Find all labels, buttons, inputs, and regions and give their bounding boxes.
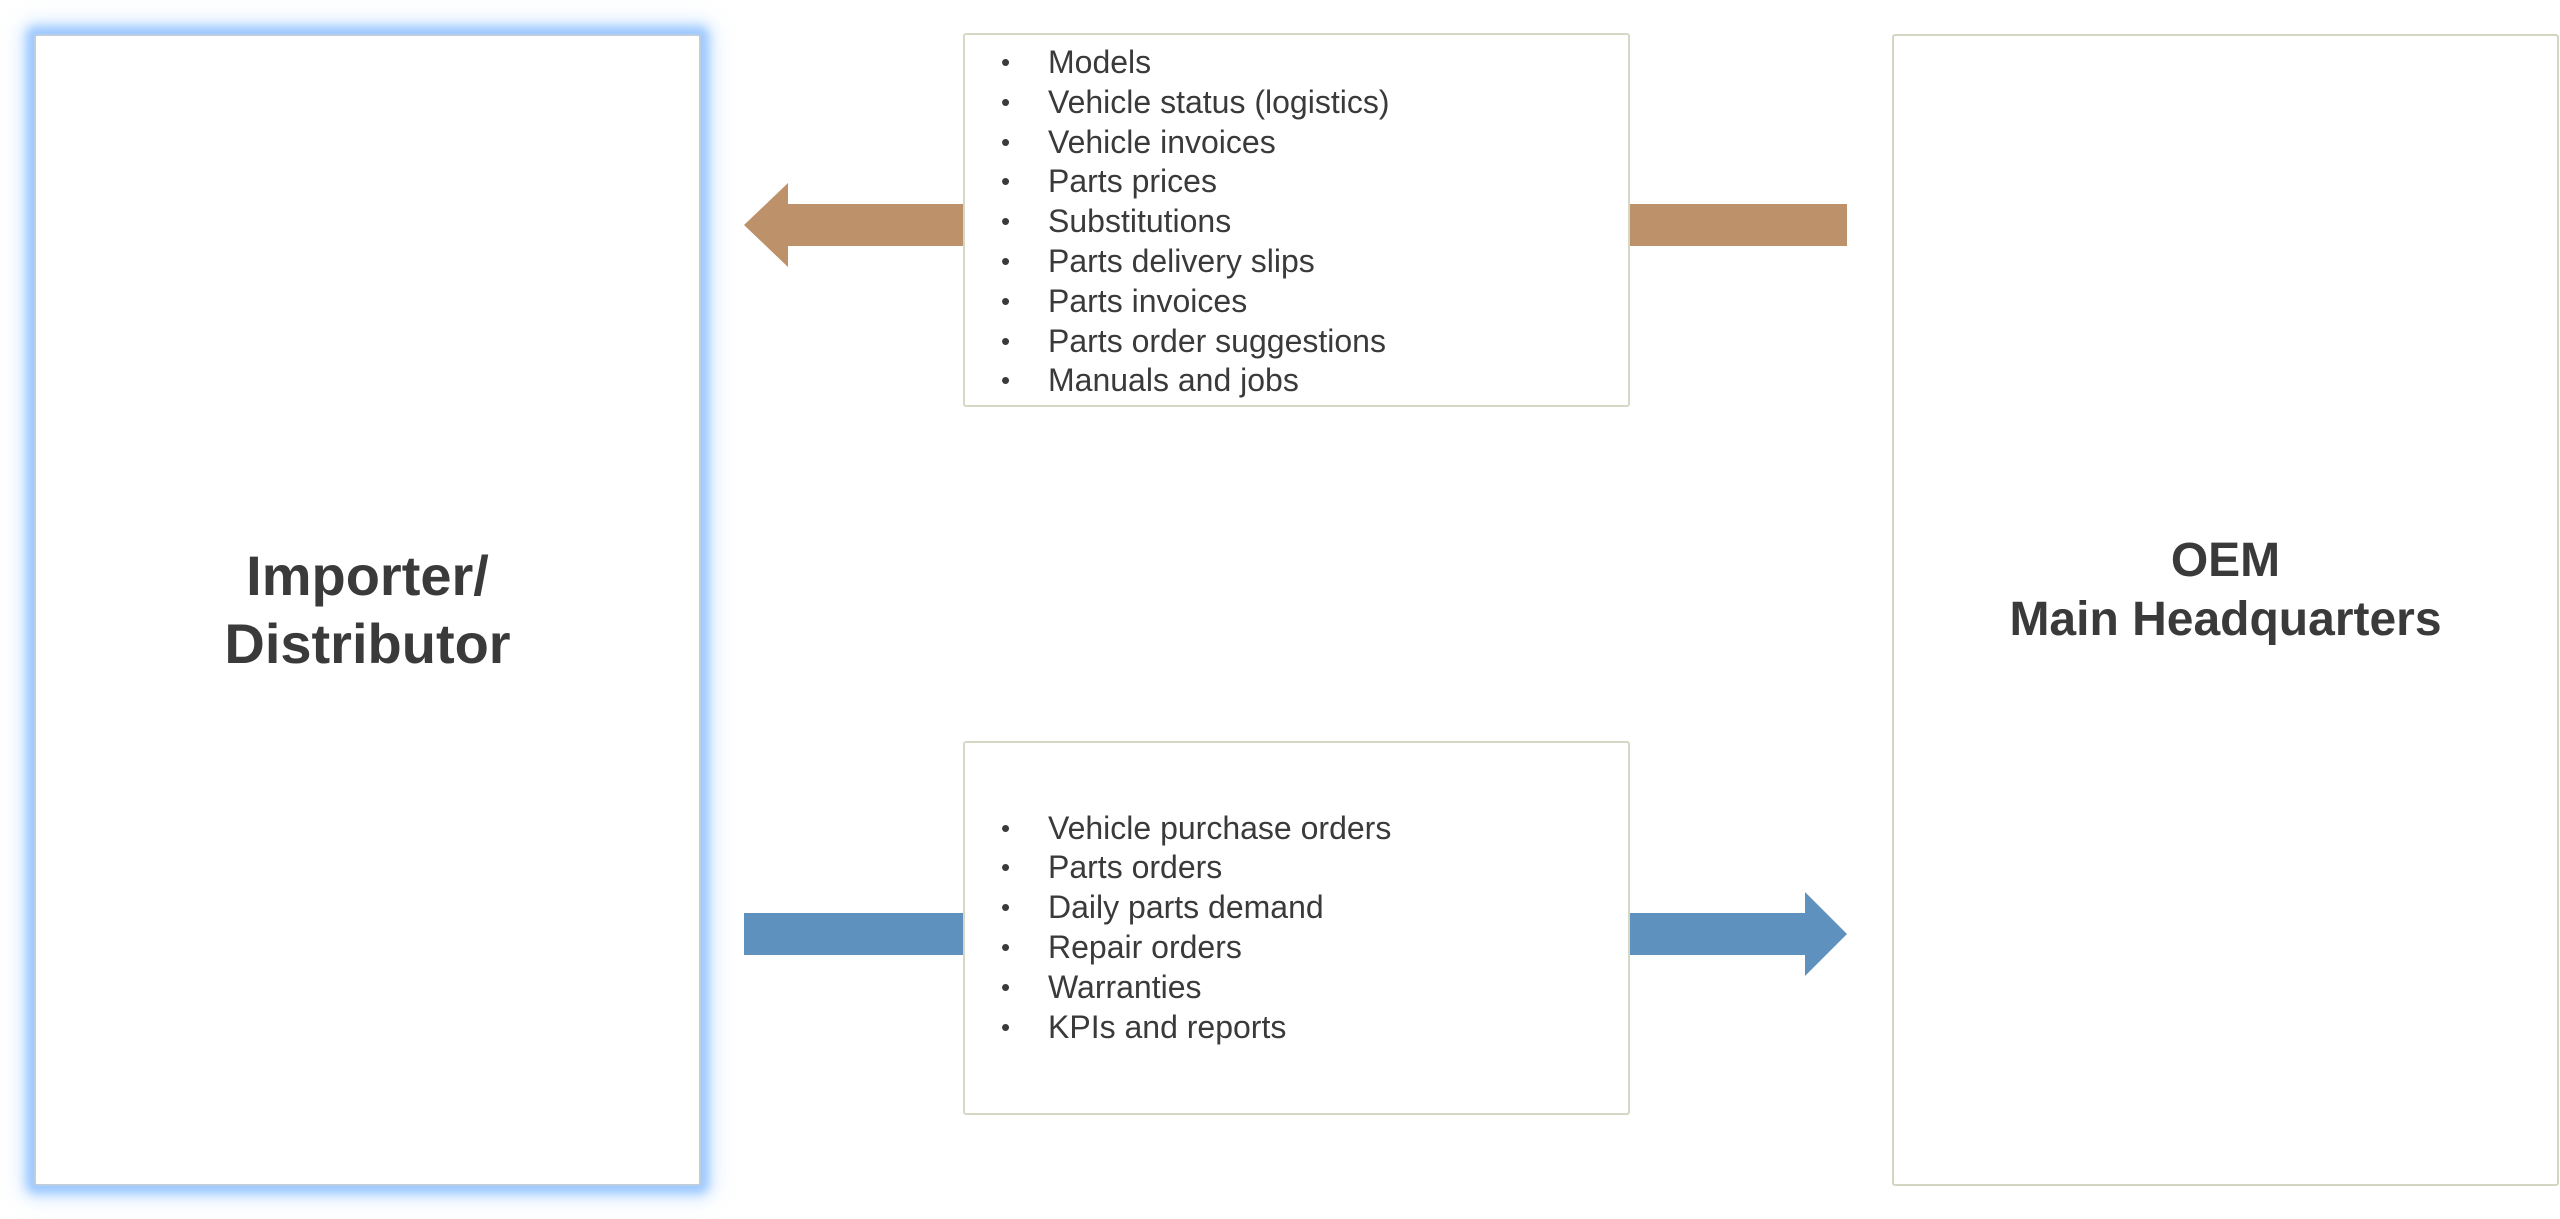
list-item: Repair orders — [985, 928, 1391, 968]
top-flow-items-box[interactable]: Models Vehicle status (logistics) Vehicl… — [963, 33, 1630, 407]
oem-title-line-1: OEM — [2170, 533, 2281, 587]
top-flow-items-list: Models Vehicle status (logistics) Vehicl… — [985, 43, 1389, 401]
list-item: Parts order suggestions — [985, 322, 1389, 362]
list-item: Parts delivery slips — [985, 242, 1389, 282]
list-item: Parts invoices — [985, 282, 1389, 322]
list-item: Substitutions — [985, 202, 1389, 242]
list-item: Daily parts demand — [985, 888, 1391, 928]
list-item: Vehicle status (logistics) — [985, 83, 1389, 123]
list-item: Parts prices — [985, 162, 1389, 202]
importer-distributor-box[interactable]: Importer/ Distributor — [34, 34, 701, 1186]
bottom-arrow-shaft-left — [744, 913, 969, 955]
bottom-flow-items-box[interactable]: Vehicle purchase orders Parts orders Dai… — [963, 741, 1630, 1115]
list-item: Warranties — [985, 968, 1391, 1008]
importer-title-line-2: Distributor — [224, 612, 511, 675]
importer-title-line-1: Importer/ — [246, 543, 489, 607]
bottom-arrow-shaft-right — [1625, 892, 1847, 976]
list-item: KPIs and reports — [985, 1008, 1391, 1048]
top-arrow-shaft-left — [744, 183, 965, 267]
bottom-flow-items-list: Vehicle purchase orders Parts orders Dai… — [985, 809, 1391, 1048]
list-item: Parts orders — [985, 848, 1391, 888]
importer-distributor-title: Importer/ Distributor — [224, 542, 510, 679]
oem-headquarters-title: OEM Main Headquarters — [2009, 531, 2441, 649]
top-flow-arrow — [744, 183, 1847, 267]
oem-title-line-2: Main Headquarters — [2009, 593, 2442, 646]
list-item: Vehicle invoices — [985, 123, 1389, 163]
top-arrow-shaft-right — [1625, 204, 1847, 246]
list-item: Models — [985, 43, 1389, 83]
list-item: Manuals and jobs — [985, 361, 1389, 401]
list-item: Vehicle purchase orders — [985, 809, 1391, 849]
bottom-flow-arrow — [744, 892, 1847, 976]
oem-headquarters-box[interactable]: OEM Main Headquarters — [1892, 34, 2559, 1186]
